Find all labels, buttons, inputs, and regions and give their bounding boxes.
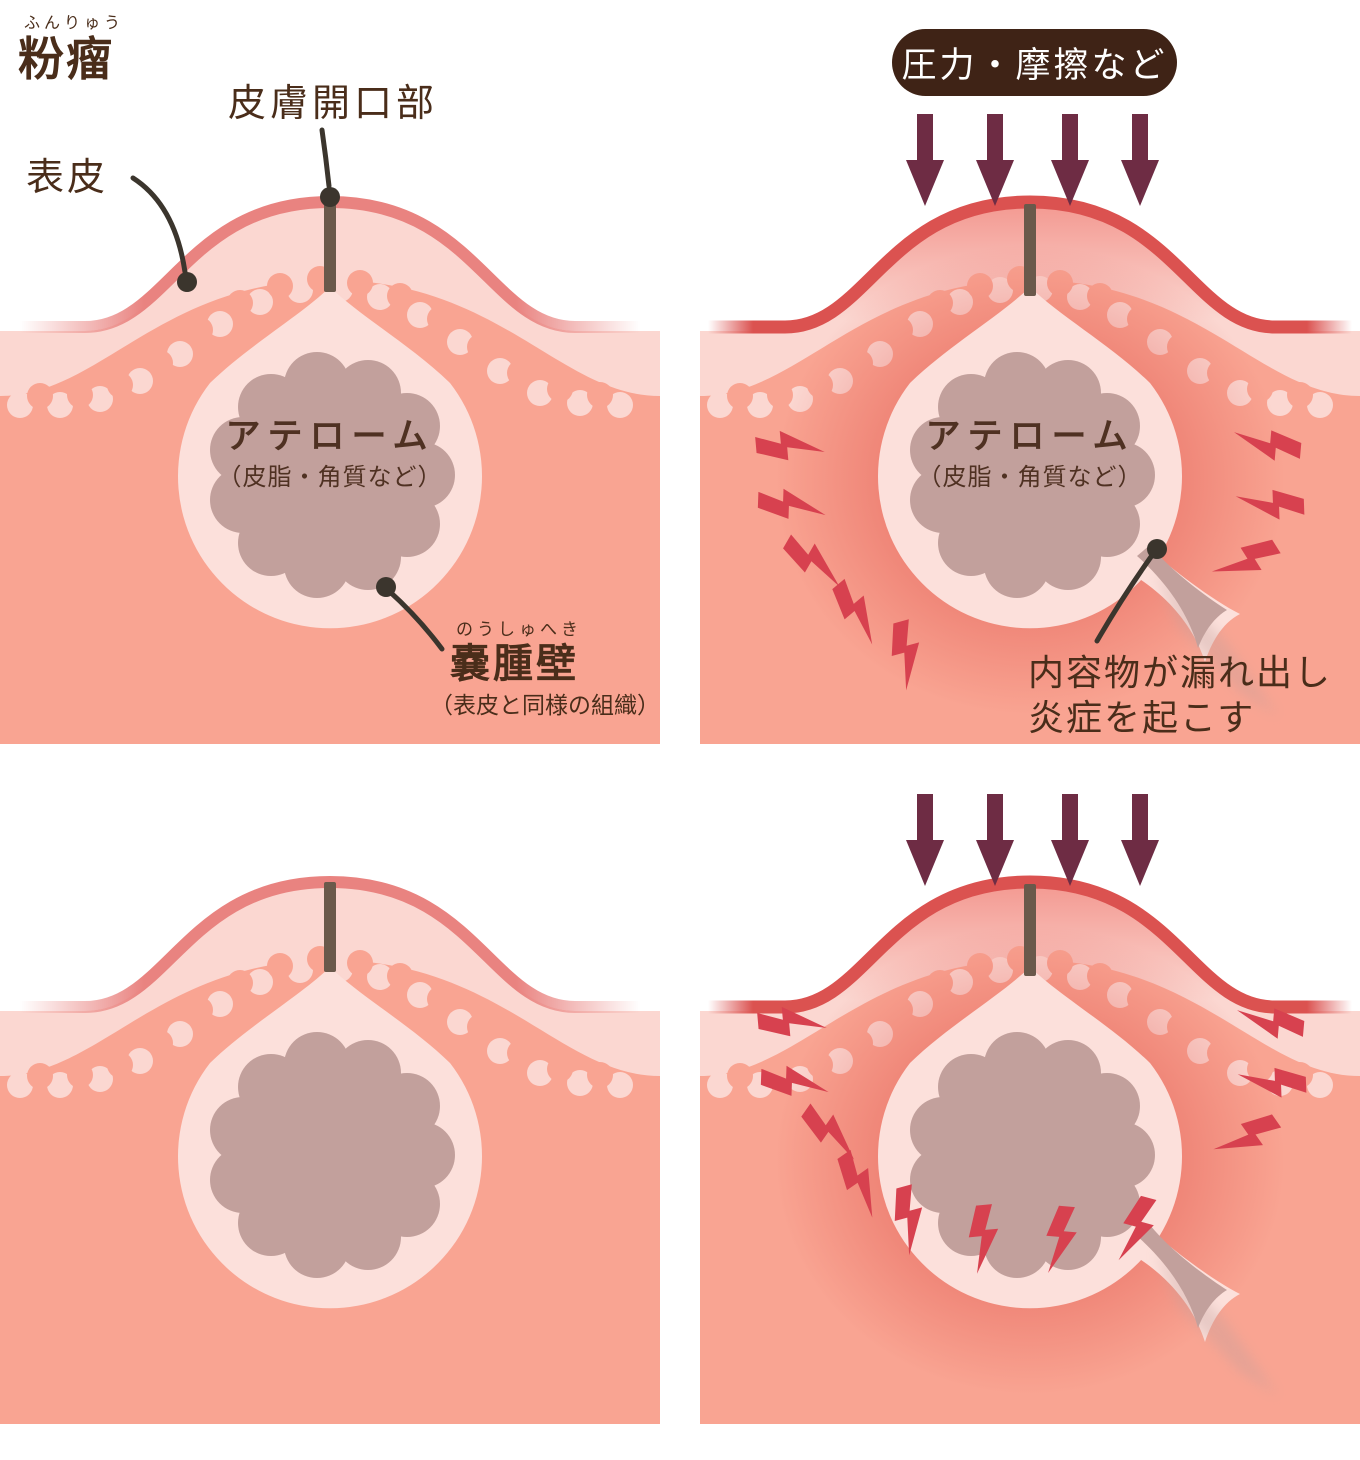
callout-dot-epidermis [177, 272, 197, 292]
callout-dot-leak [1147, 539, 1167, 559]
callout-line-skin-opening [319, 127, 332, 189]
label-atheroma-detail: （皮脂・角質など） [217, 463, 443, 491]
callout-line-leak [1094, 551, 1156, 644]
label-atheroma-detail-inflamed: （皮脂・角質など） [917, 463, 1143, 491]
callout-dot-cyst-wall [376, 577, 396, 597]
callout-line-cyst-wall [386, 588, 445, 652]
label-cyst-wall-furigana: のうしゅへき [456, 620, 582, 640]
label-epidermis: 表皮 [26, 155, 109, 199]
pressure-friction-badge-label: 圧力・摩擦など [901, 46, 1168, 86]
pressure-arrows [906, 794, 1159, 886]
panel-bottom-left-normal-cyst [0, 882, 660, 1424]
callout-dots-top-left [177, 187, 396, 597]
pressure-arrows [906, 114, 1159, 206]
label-atheroma: アテローム [225, 417, 435, 457]
callout-line-epidermis [130, 175, 188, 275]
callouts-top-left [130, 127, 445, 652]
inflamed-skin [700, 882, 1360, 1424]
label-cyst-wall-detail: （表皮と同様の組織） [430, 693, 660, 719]
label-skin-opening: 皮膚開口部 [228, 81, 439, 125]
label-leak-caption-line2: 炎症を起こす [1028, 698, 1256, 739]
label-leak-caption-line1: 内容物が漏れ出し [1028, 653, 1333, 694]
panel-bottom-right-inflamed-cyst [700, 794, 1360, 1424]
page-title: 粉瘤 [18, 32, 114, 86]
callout-dot-skin-opening [320, 187, 340, 207]
normal-skin [0, 882, 660, 1424]
label-atheroma-inflamed: アテローム [925, 417, 1135, 457]
title-furigana: ふんりゅう [24, 13, 125, 32]
pressure-friction-badge: 圧力・摩擦など [892, 29, 1177, 96]
label-cyst-wall: 嚢腫壁 [450, 641, 579, 687]
